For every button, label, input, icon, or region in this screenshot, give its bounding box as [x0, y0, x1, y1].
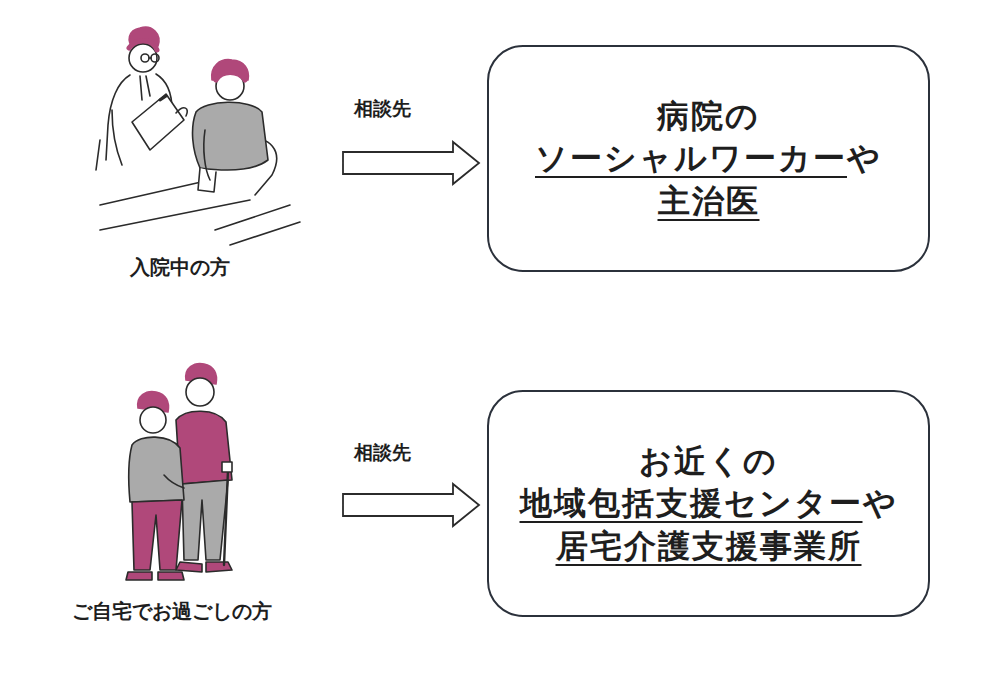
consult-box: お近くの地域包括支援センターや居宅介護支援事業所 — [487, 390, 930, 617]
box-text: や — [863, 484, 898, 522]
person-caption: ご自宅でお過ごしの方 — [72, 598, 272, 625]
edge-label: 相談先 — [352, 440, 413, 466]
box-text: 病院の — [657, 97, 760, 135]
underlined-term: 居宅介護支援事業所 — [556, 527, 862, 565]
block-arrow — [343, 142, 479, 184]
underlined-term: 主治医 — [658, 182, 760, 220]
text-line: 居宅介護支援事業所 — [556, 525, 862, 567]
edge-label: 相談先 — [352, 96, 413, 122]
text-line: 主治医 — [658, 180, 760, 222]
underlined-term: 地域包括支援センター — [520, 484, 863, 522]
underlined-term: ソーシャルワーカー — [535, 139, 847, 177]
text-line: お近くの — [639, 440, 778, 482]
person-caption: 入院中の方 — [130, 254, 230, 281]
text-line: ソーシャルワーカーや — [535, 137, 882, 179]
block-arrow — [343, 484, 479, 526]
consult-box: 病院のソーシャルワーカーや主治医 — [487, 45, 930, 272]
person-group: 入院中の方 — [40, 40, 343, 290]
box-text: お近くの — [639, 442, 778, 480]
box-text: や — [847, 139, 882, 177]
text-line: 病院の — [657, 95, 760, 137]
doctor-patient-illustration — [96, 27, 300, 245]
text-line: 地域包括支援センターや — [520, 482, 898, 524]
elderly-couple-illustration — [126, 364, 232, 580]
person-group: ご自宅でお過ごしの方 — [40, 365, 343, 640]
